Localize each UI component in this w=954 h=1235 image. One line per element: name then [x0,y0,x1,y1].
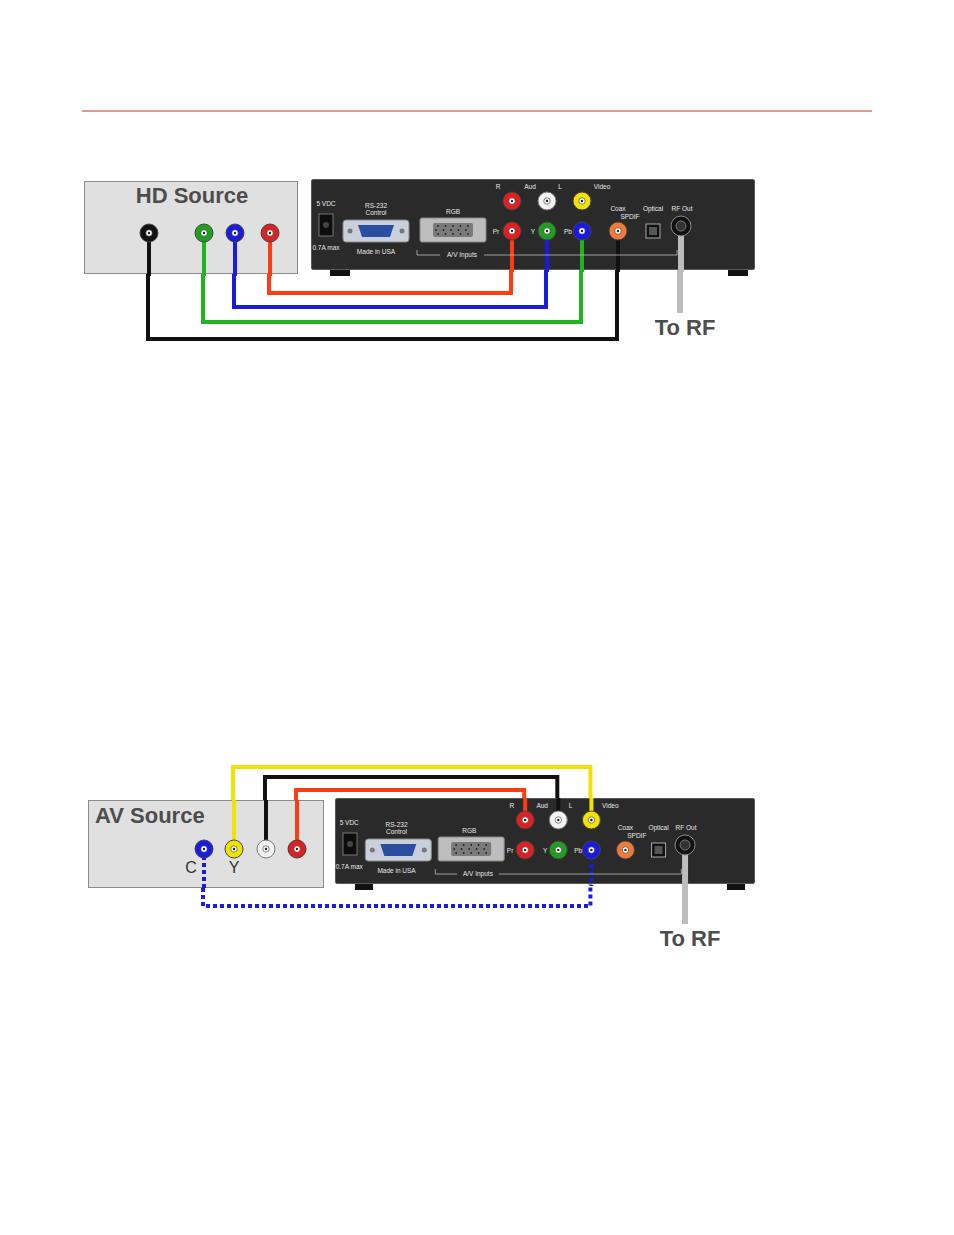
av-cable [148,270,617,339]
optical-port [652,843,666,857]
panel-label: RF Out [676,824,697,831]
device-foot [355,884,373,890]
cable-ends [525,798,685,886]
jack-label: C [185,859,197,877]
rca-jack [549,841,567,859]
cable-ends [512,226,681,272]
panel-label: 5 VDC [340,819,359,826]
panel-label: 5 VDC [316,200,335,207]
panel-label: Y [543,847,547,854]
panel-parts [319,192,691,255]
rca-jack [195,224,213,242]
rca-jack [573,222,591,240]
optical-port [646,224,660,238]
rca-jack [582,841,600,859]
rs232-connector [365,839,431,861]
panel-label: Made in USA [377,867,415,874]
cable-label: To RF [655,316,716,340]
panel-label: A/V Inputs [447,251,477,258]
rs232-connector [343,220,409,242]
panel-label: A/V Inputs [463,870,493,877]
panel-label: SPDIF [620,213,639,220]
device-foot [728,270,748,276]
panel-label: Coax [618,824,633,831]
panel-label: L [569,802,573,809]
rf-cable [677,270,683,313]
rca-jack [195,840,213,858]
rf-cable [682,884,688,924]
rca-jack [538,192,556,210]
rf-out-jack [671,216,691,236]
panel-label: Coax [610,205,625,212]
rca-jack [288,840,306,858]
panel-label: Pb [564,228,572,235]
panel-label: Y [531,228,535,235]
receiver-panel: 5 VDC RS-232 Control RGB Made in USA 0.7A ma… [335,798,755,884]
rca-jack [503,192,521,210]
power-jack [343,833,357,855]
panel-label: Video [602,802,619,809]
panel-parts [195,840,306,858]
device-foot [330,270,350,276]
av-cable [265,777,557,800]
panel-label: Optical [643,205,663,212]
cable-label: To RF [660,927,721,951]
rca-jack [225,840,243,858]
rca-jack [226,224,244,242]
cable-ends [204,800,297,890]
panel-parts [140,224,279,242]
rca-jack [257,840,275,858]
power-jack [319,214,333,236]
panel-label: L [558,183,562,190]
panel-label: Aud [524,183,536,190]
panel-label: SPDIF [627,832,646,839]
source-box: AV SourceC Y [88,800,324,888]
av-cable [269,270,511,293]
panel-label: 0.7A max [336,863,363,870]
rca-jack [503,222,521,240]
rca-jack [516,811,534,829]
panel-label: 0.7A max [312,244,339,251]
rca-jack [582,811,600,829]
panel-label: RGB [462,827,476,834]
av-cable [233,767,590,800]
panel-label: Pr [493,228,500,235]
panel-label: Pr [507,847,514,854]
panel-label: Pb [574,847,582,854]
rca-jack [516,841,534,859]
rca-jack [538,222,556,240]
source-title: AV Source [95,804,205,828]
panel-connectors [312,180,756,271]
receiver-panel: 5 VDC RS-232 Control RGB Made in USA 0.7A ma… [311,179,755,270]
rca-jack [573,192,591,210]
header-rule [82,111,872,112]
panel-label: RF Out [672,205,693,212]
jack-label: Y [229,859,240,877]
panel-parts [343,811,695,874]
panel-label: RGB [446,208,460,215]
panel-label: RS-232 Control [380,821,414,835]
rca-jack [616,841,634,859]
source-box: HD Source [84,181,298,274]
panel-label: Video [594,183,611,190]
panel-label: RS-232 Control [359,202,393,216]
rca-jack [140,224,158,242]
rca-jack [261,224,279,242]
panel-label: R [496,183,501,190]
rca-jack [609,222,627,240]
panel-label: Optical [648,824,668,831]
rgb-connector [420,218,486,242]
av-cable [234,270,546,307]
rgb-connector [438,837,504,861]
av-cable [203,270,581,322]
panel-label: R [510,802,515,809]
panel-label: Made in USA [357,248,395,255]
rf-out-jack [675,835,695,855]
source-title: HD Source [136,184,248,208]
rca-jack [549,811,567,829]
device-foot [727,884,745,890]
panel-label: Aud [536,802,548,809]
